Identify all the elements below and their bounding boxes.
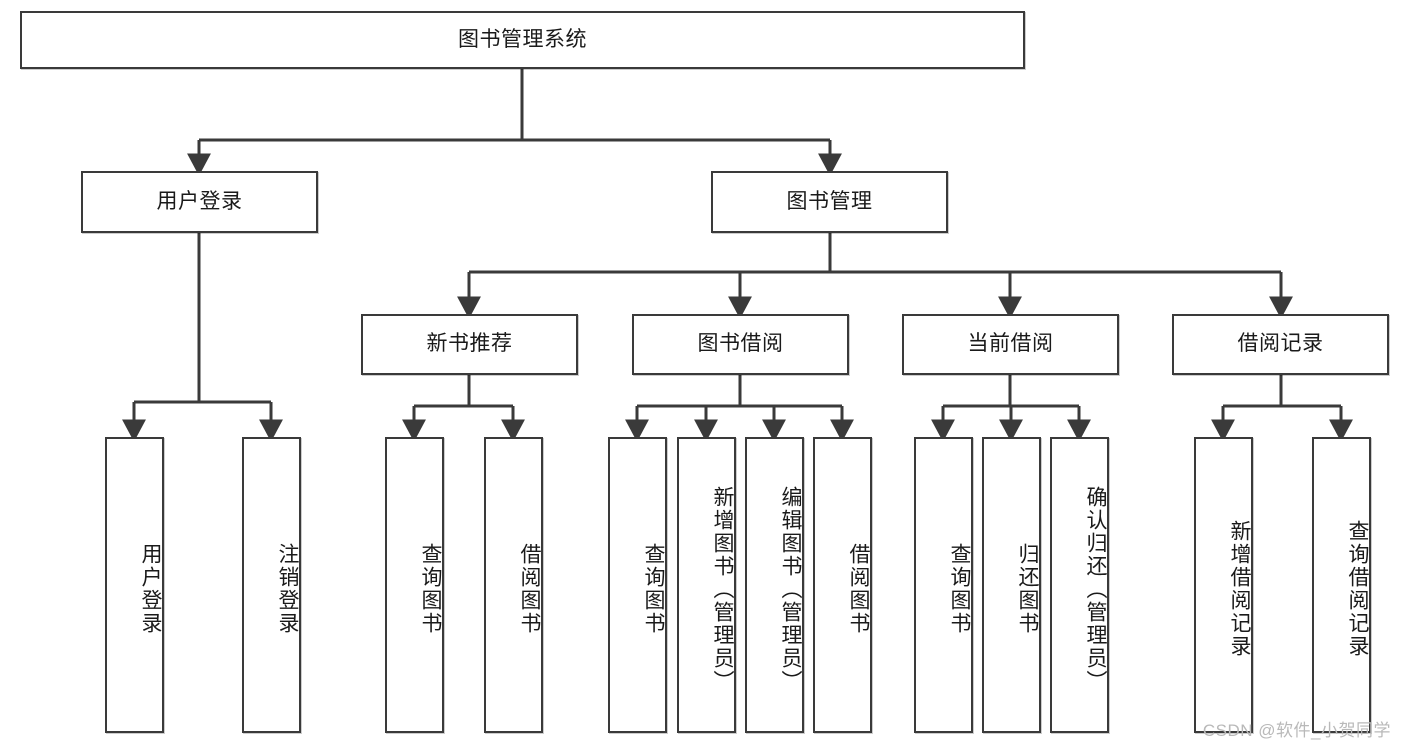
node-book-borrow[interactable]: 图书借阅 — [632, 314, 849, 375]
node-new-book-recommend[interactable]: 新书推荐 — [361, 314, 578, 375]
node-borrow-record[interactable]: 借阅记录 — [1172, 314, 1389, 375]
leaf-return-book[interactable]: 归还图书 — [982, 437, 1041, 733]
watermark: CSDN @软件_小贺同学 — [1202, 721, 1391, 740]
leaf-add-book-admin[interactable]: 新增图书（管理员） — [677, 437, 736, 733]
leaf-borrow-book[interactable]: 借阅图书 — [813, 437, 872, 733]
leaf-query-book-current[interactable]: 查询图书 — [914, 437, 973, 733]
leaf-query-borrow-record[interactable]: 查询借阅记录 — [1312, 437, 1371, 733]
node-root[interactable]: 图书管理系统 — [20, 11, 1025, 69]
leaf-add-borrow-record[interactable]: 新增借阅记录 — [1194, 437, 1253, 733]
node-user-login[interactable]: 用户登录 — [81, 171, 318, 233]
node-book-management[interactable]: 图书管理 — [711, 171, 948, 233]
node-current-borrow[interactable]: 当前借阅 — [902, 314, 1119, 375]
leaf-edit-book-admin[interactable]: 编辑图书（管理员） — [745, 437, 804, 733]
leaf-borrow-book-newbook[interactable]: 借阅图书 — [484, 437, 543, 733]
leaf-query-book-newbook[interactable]: 查询图书 — [385, 437, 444, 733]
leaf-query-book-borrow[interactable]: 查询图书 — [608, 437, 667, 733]
leaf-logout[interactable]: 注销登录 — [242, 437, 301, 733]
leaf-confirm-return-admin[interactable]: 确认归还（管理员） — [1050, 437, 1109, 733]
leaf-user-login[interactable]: 用户登录 — [105, 437, 164, 733]
